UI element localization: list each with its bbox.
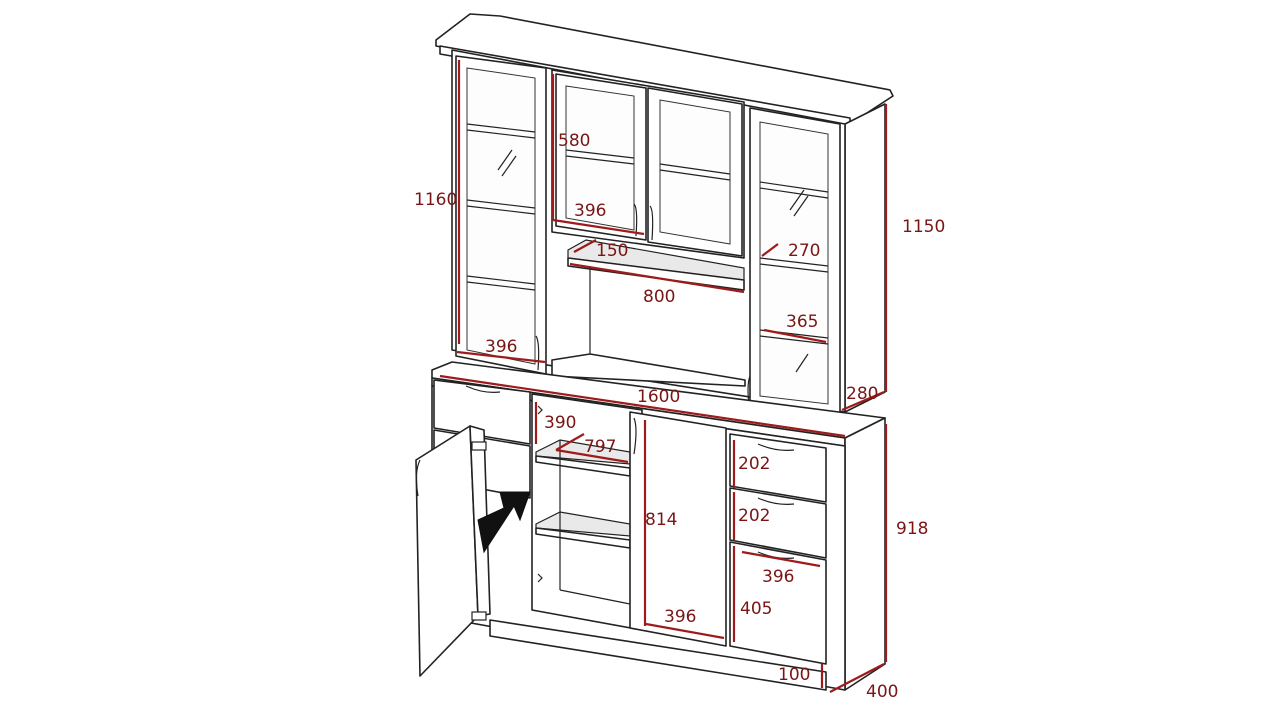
central-door-handle <box>633 417 637 455</box>
left-vitrine-glass <box>466 67 536 365</box>
hinge-bottom <box>471 611 487 621</box>
central-door <box>629 411 727 647</box>
label-drawer-height-2: 202 <box>738 506 770 526</box>
left-vitrine-handle <box>535 335 540 371</box>
dim-line-396-top <box>552 218 645 236</box>
dim-line-800 <box>569 262 745 294</box>
opening-arrow <box>477 491 531 554</box>
dim-line-400 <box>829 663 885 693</box>
open-left-door <box>415 425 479 677</box>
lower-right-side <box>844 417 886 691</box>
upper-right-side <box>844 103 886 413</box>
label-plinth-height: 100 <box>778 665 810 685</box>
label-right-shelf-depth: 365 <box>786 312 818 332</box>
hinge-top <box>471 441 487 451</box>
top-cabinet-right-glass <box>659 99 731 245</box>
dimension-labels: 1160 580 396 150 800 396 270 365 1150 16… <box>414 131 945 702</box>
label-total-depth: 400 <box>866 682 898 702</box>
dim-line-270 <box>761 243 779 257</box>
upper-cabinet <box>435 13 894 417</box>
right-vitrine-glass <box>759 121 829 405</box>
dim-line-797-depth <box>555 433 585 451</box>
dim-line-396-left <box>456 350 546 364</box>
dim-line-150 <box>573 239 597 253</box>
label-base-shelf-width: 797 <box>584 437 616 457</box>
dimension-lines <box>439 60 888 693</box>
top-cabinet-left-glass <box>565 85 635 231</box>
label-drawer-height-1: 202 <box>738 454 770 474</box>
label-right-shelf-depth-top: 270 <box>788 241 820 261</box>
label-left-vitrine-height: 1160 <box>414 190 457 210</box>
dim-line-797 <box>555 448 629 464</box>
label-lower-height: 918 <box>896 519 928 539</box>
label-top-cabinet-width: 396 <box>574 201 606 221</box>
label-upper-depth: 280 <box>846 384 878 404</box>
label-niche-shelf-depth: 150 <box>596 241 628 261</box>
label-bottom-drawer-height: 405 <box>740 599 772 619</box>
right-drawer-3 <box>729 541 827 665</box>
label-total-width: 1600 <box>637 387 680 407</box>
dim-line-396-drawer <box>741 550 821 568</box>
label-upper-total-height: 1150 <box>902 217 945 237</box>
label-base-door-width: 396 <box>664 607 696 627</box>
niche-shelf <box>567 239 745 281</box>
label-niche-width: 800 <box>643 287 675 307</box>
open-door-handle <box>415 459 421 497</box>
left-drawer-1 <box>433 379 531 445</box>
niche-bottom <box>551 353 746 387</box>
label-top-cabinet-height: 580 <box>558 131 590 151</box>
right-drawer-2 <box>729 487 827 559</box>
lower-cabinet <box>415 379 886 691</box>
label-left-vitrine-width: 396 <box>485 337 517 357</box>
plinth <box>489 619 827 691</box>
dim-line-1600 <box>439 374 846 438</box>
niche-shelf-front <box>567 257 745 291</box>
label-door-height: 814 <box>645 510 677 530</box>
top-door-handle-right <box>649 205 654 241</box>
label-drawer-width: 396 <box>762 567 794 587</box>
dim-line-396-door <box>645 622 725 640</box>
dim-line-365 <box>763 328 827 344</box>
right-drawer-1 <box>729 433 827 503</box>
top-door-handle-left <box>633 203 638 237</box>
label-base-section-height: 390 <box>544 413 576 433</box>
dim-line-280 <box>841 390 885 412</box>
